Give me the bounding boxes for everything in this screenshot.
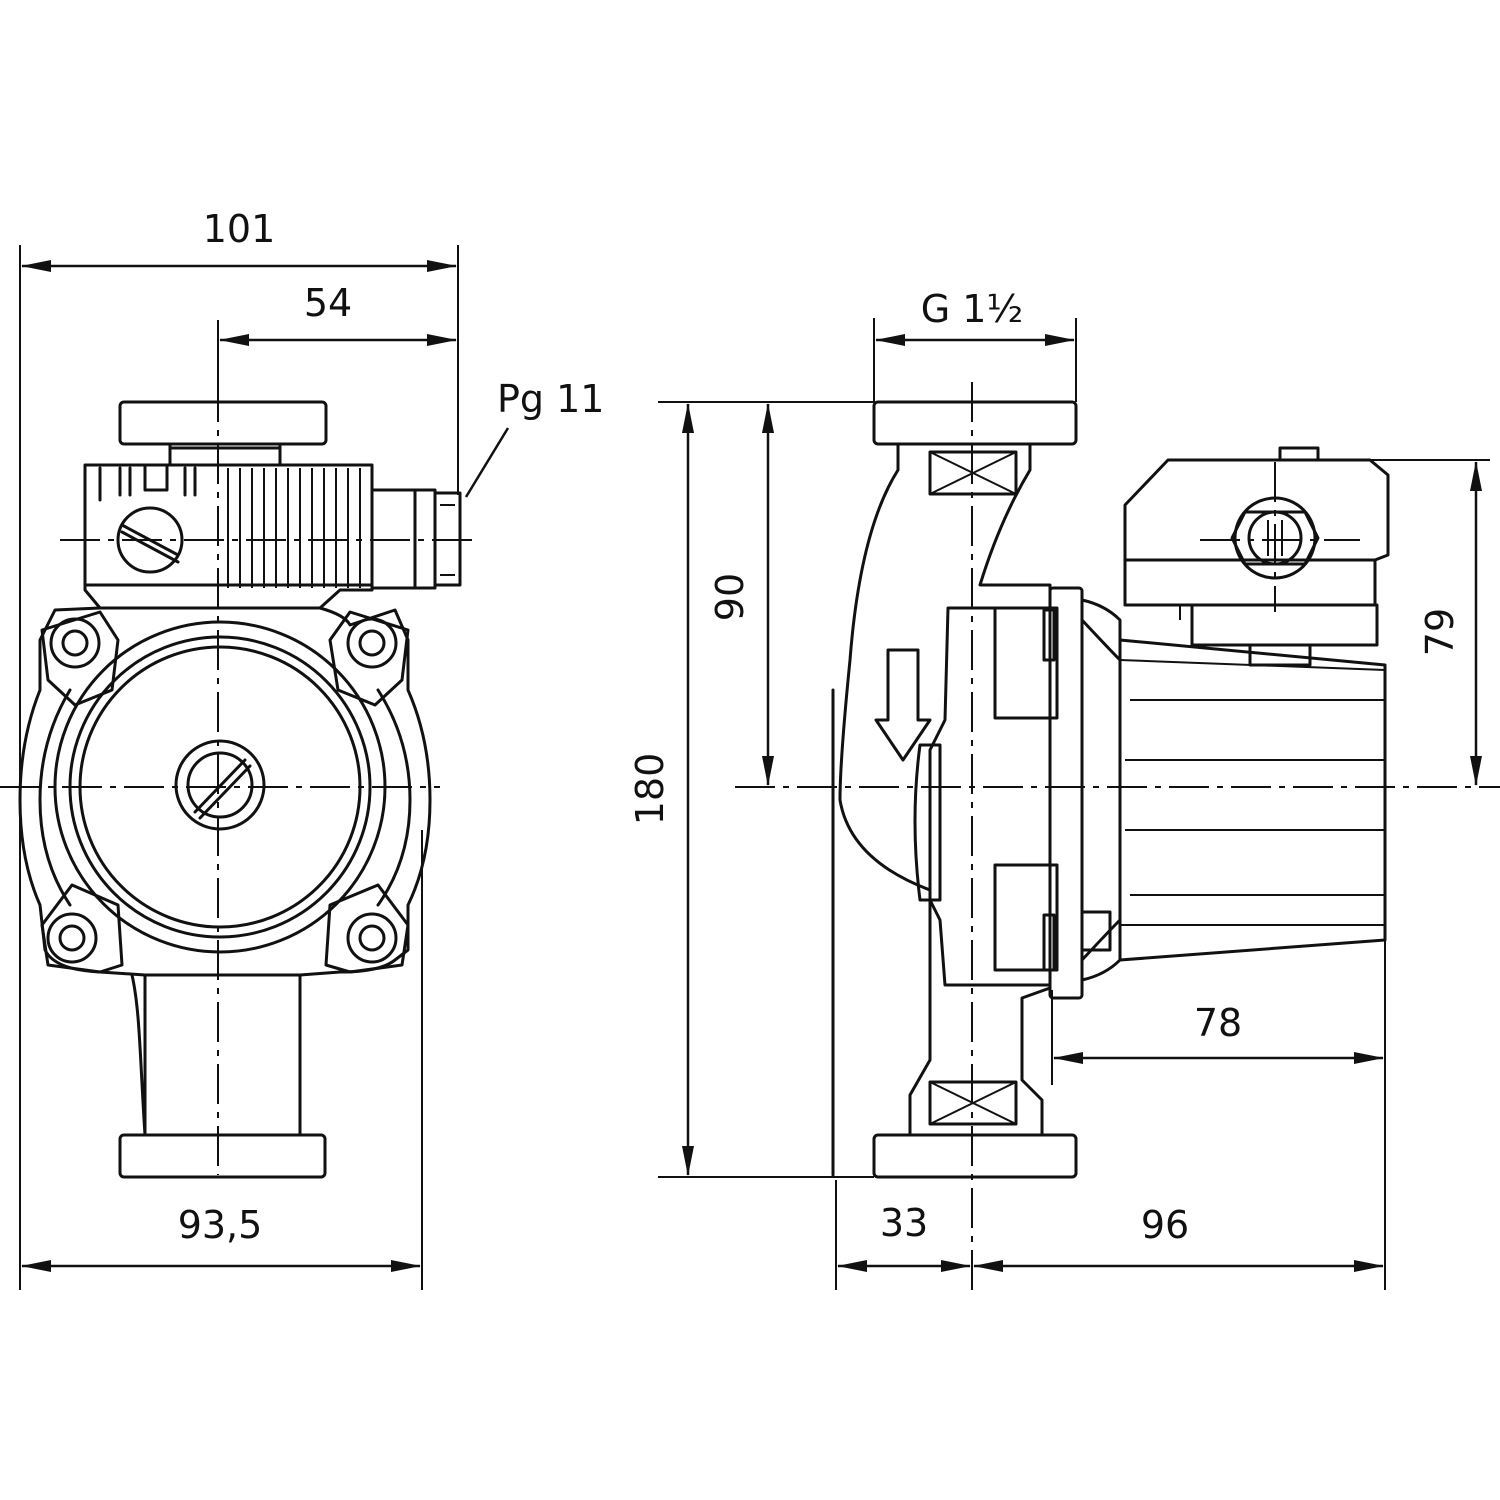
bolt-lug-bottom-right bbox=[324, 883, 410, 974]
dimension-79: 79 bbox=[1418, 461, 1482, 786]
dimension-96: 96 bbox=[973, 1203, 1384, 1272]
flow-arrow-down-icon bbox=[874, 648, 932, 762]
dimension-90: 90 bbox=[708, 403, 774, 786]
dimension-101: 101 bbox=[21, 207, 457, 272]
dimension-78-label: 78 bbox=[1194, 1001, 1242, 1045]
dimension-96-label: 96 bbox=[1141, 1203, 1189, 1247]
dimension-93-5: 93,5 bbox=[21, 1203, 421, 1272]
bolt-lug-bottom-left bbox=[40, 883, 124, 974]
side-view bbox=[658, 318, 1500, 1290]
dimension-93-5-label: 93,5 bbox=[178, 1203, 263, 1247]
dimension-180: 180 bbox=[628, 403, 694, 1176]
dimension-180-label: 180 bbox=[628, 753, 672, 826]
cable-gland-label: Pg 11 bbox=[497, 377, 604, 421]
dimension-33-label: 33 bbox=[880, 1201, 928, 1245]
dimension-79-label: 79 bbox=[1418, 608, 1462, 656]
dimension-g-1-1-2-label: G 1½ bbox=[921, 287, 1024, 331]
dimension-78: 78 bbox=[1053, 1001, 1384, 1064]
dimension-54-label: 54 bbox=[304, 281, 352, 325]
cable-gland-callout: Pg 11 bbox=[464, 377, 604, 498]
dimension-54: 54 bbox=[219, 281, 457, 346]
dimension-90-label: 90 bbox=[708, 573, 752, 621]
bolt-lug-top-left bbox=[40, 610, 120, 707]
dimension-101-label: 101 bbox=[203, 207, 276, 251]
dimension-33: 33 bbox=[837, 1201, 971, 1272]
front-view bbox=[0, 245, 480, 1290]
dimension-g-1-1-2: G 1½ bbox=[875, 287, 1075, 346]
bolt-lug-top-right bbox=[328, 610, 410, 707]
